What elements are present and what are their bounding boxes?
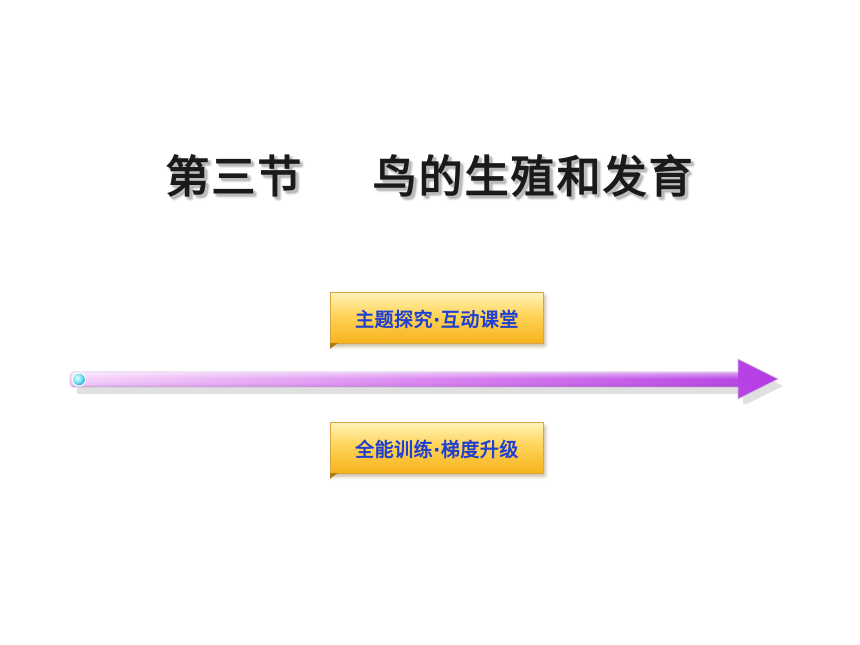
topic-explore-button[interactable]: 主题探究·互动课堂: [330, 292, 544, 349]
full-training-button[interactable]: 全能训练·梯度升级: [330, 422, 544, 479]
full-training-button-label: 全能训练·梯度升级: [355, 438, 519, 461]
slide-title: 第三节 鸟的生殖和发育: [165, 152, 695, 203]
topic-explore-button-label: 主题探究·互动课堂: [355, 308, 519, 331]
right-arrow-icon: [69, 358, 783, 404]
circle-dot-icon: [71, 372, 87, 387]
